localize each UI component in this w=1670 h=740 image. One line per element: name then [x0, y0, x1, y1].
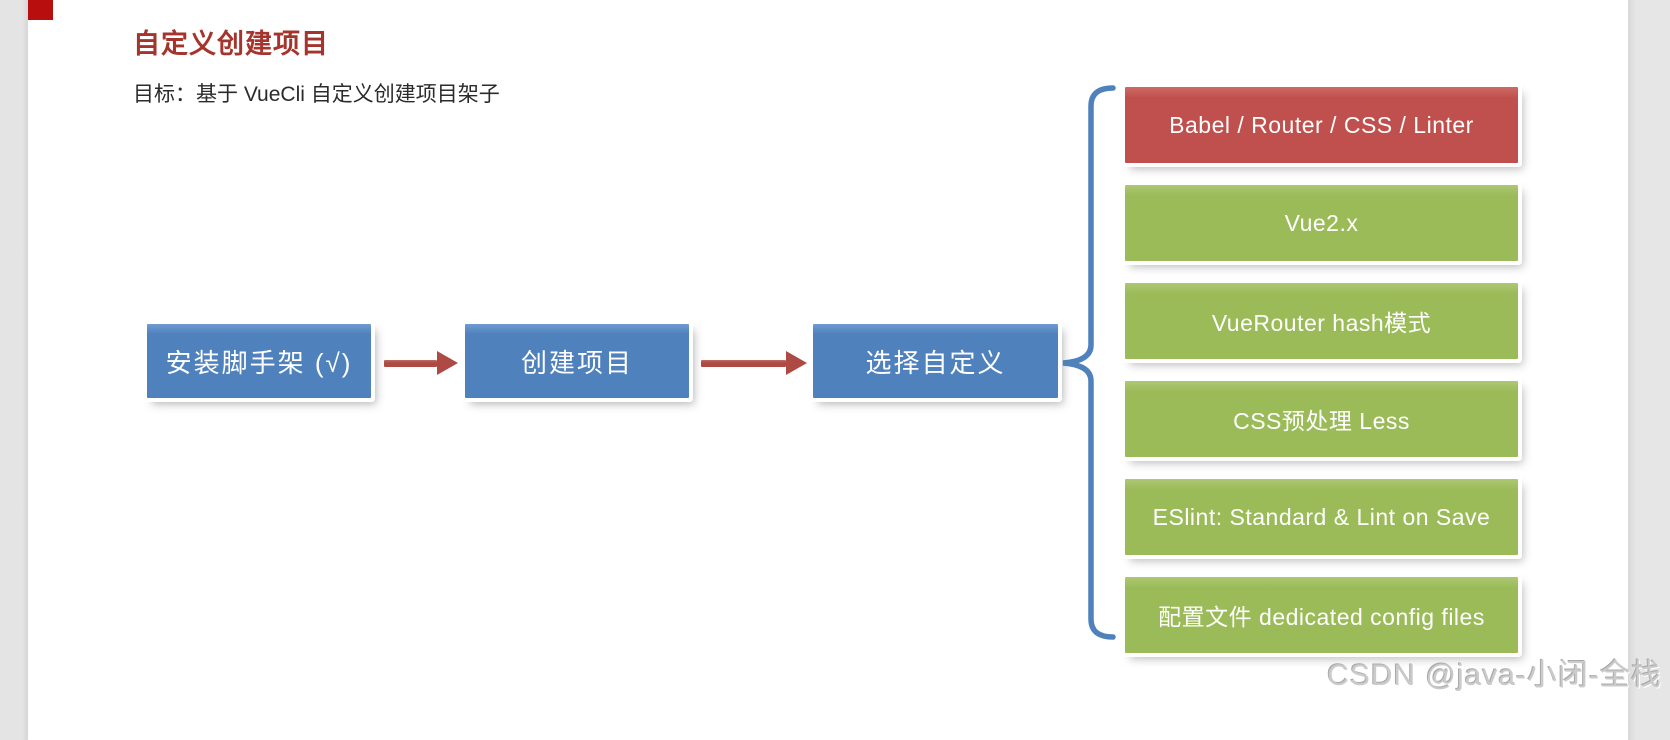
- flow-step-label: 安装脚手架 (√): [165, 347, 353, 378]
- arrow-right-icon: [384, 351, 458, 375]
- option-label: Babel / Router / CSS / Linter: [1169, 111, 1474, 138]
- flow-step-label: 选择自定义: [865, 347, 1006, 378]
- option-label: VueRouter hash模式: [1211, 310, 1432, 336]
- option-label: Vue2.x: [1284, 209, 1359, 236]
- option-box-babel-router-css-linter: Babel / Router / CSS / Linter: [1125, 87, 1518, 163]
- arrow-right-icon: [701, 351, 807, 375]
- option-box-css-less: CSS预处理 Less: [1125, 381, 1518, 457]
- option-label: ESlint: Standard & Lint on Save: [1152, 503, 1491, 530]
- arrow-head: [786, 351, 807, 375]
- arrow-shaft: [701, 359, 786, 367]
- option-box-vuerouter-hash: VueRouter hash模式: [1125, 283, 1518, 359]
- brace-icon: [1062, 85, 1116, 640]
- flow-step-label: 创建项目: [520, 347, 633, 378]
- page-title: 自定义创建项目: [133, 29, 329, 59]
- page-subtitle: 目标：基于 VueCli 自定义创建项目架子: [133, 83, 500, 106]
- option-label: CSS预处理 Less: [1233, 408, 1410, 434]
- flow-step-select-custom: 选择自定义: [813, 324, 1058, 398]
- csdn-watermark: CSDN @java-小闭-全栈: [1327, 659, 1662, 692]
- flow-step-create-project: 创建项目: [465, 324, 689, 398]
- right-margin-strip: [1628, 0, 1670, 740]
- flow-step-install-scaffold: 安装脚手架 (√): [147, 324, 371, 398]
- option-box-eslint: ESlint: Standard & Lint on Save: [1125, 479, 1518, 555]
- arrow-head: [437, 351, 458, 375]
- option-box-config-files: 配置文件 dedicated config files: [1125, 577, 1518, 653]
- option-box-vue2: Vue2.x: [1125, 185, 1518, 261]
- left-margin-strip: [0, 0, 28, 740]
- accent-square: [28, 0, 53, 20]
- arrow-shaft: [384, 359, 437, 367]
- option-label: 配置文件 dedicated config files: [1158, 604, 1485, 630]
